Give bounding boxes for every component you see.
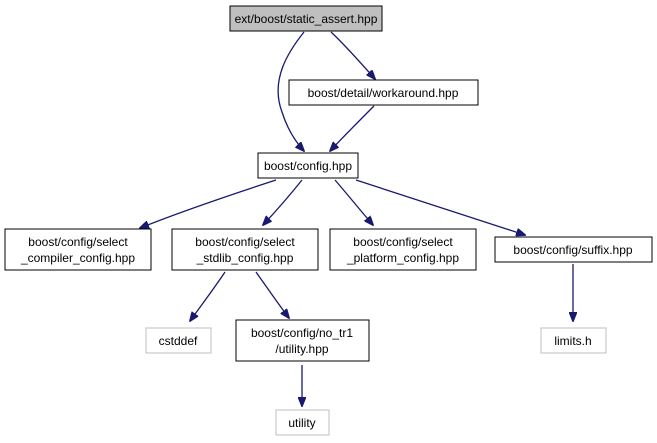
- node-select-stdlib-config-hpp[interactable]: boost/config/select _stdlib_config.hpp: [171, 228, 319, 271]
- edge-workaround-to-config: [330, 105, 375, 151]
- node-label: limits.h: [554, 334, 591, 348]
- node-select-compiler-config-hpp[interactable]: boost/config/select _compiler_config.hpp: [4, 228, 152, 271]
- node-utility[interactable]: utility: [275, 409, 330, 436]
- node-select-platform-config-hpp[interactable]: boost/config/select _platform_config.hpp: [329, 228, 477, 271]
- edge-config-to-suffix: [355, 179, 525, 235]
- node-label-line-1: boost/config/no_tr1: [251, 326, 353, 340]
- node-config-hpp[interactable]: boost/config.hpp: [257, 152, 359, 179]
- node-label-line-1: boost/config/select: [195, 235, 295, 249]
- node-label-line-1: boost/config/select: [28, 235, 128, 249]
- edge-config-to-select_stdlib: [263, 179, 303, 225]
- node-label: boost/detail/workaround.hpp: [308, 86, 459, 100]
- node-suffix-hpp[interactable]: boost/config/suffix.hpp: [494, 236, 653, 263]
- node-label: boost/config.hpp: [264, 159, 352, 173]
- edge-config-to-select_platform: [334, 179, 373, 225]
- node-no-tr1-utility-hpp[interactable]: boost/config/no_tr1 /utility.hpp: [235, 319, 370, 362]
- node-cstddef[interactable]: cstddef: [145, 327, 212, 354]
- node-label-line-2: _platform_config.hpp: [346, 251, 459, 265]
- node-workaround-hpp[interactable]: boost/detail/workaround.hpp: [288, 79, 479, 106]
- node-label: boost/config/suffix.hpp: [513, 243, 633, 257]
- node-label-line-2: _compiler_config.hpp: [20, 251, 135, 265]
- node-label-line-1: boost/config/select: [353, 235, 453, 249]
- edge-select_stdlib-to-no_tr1_utility: [255, 271, 289, 318]
- edge-static_assert-to-workaround: [330, 31, 375, 79]
- node-static-assert-hpp[interactable]: ext/boost/static_assert.hpp: [229, 5, 383, 32]
- edge-static_assert-to-config: [277, 31, 304, 151]
- node-label: cstddef: [159, 334, 198, 348]
- node-label-line-2: /utility.hpp: [275, 342, 328, 356]
- edge-config-to-select_compiler: [140, 179, 277, 228]
- node-limits-h[interactable]: limits.h: [540, 327, 607, 354]
- node-label-line-2: _stdlib_config.hpp: [196, 251, 294, 265]
- node-label: utility: [288, 416, 315, 430]
- edge-select_stdlib-to-cstddef: [190, 271, 226, 321]
- node-label: ext/boost/static_assert.hpp: [235, 12, 378, 26]
